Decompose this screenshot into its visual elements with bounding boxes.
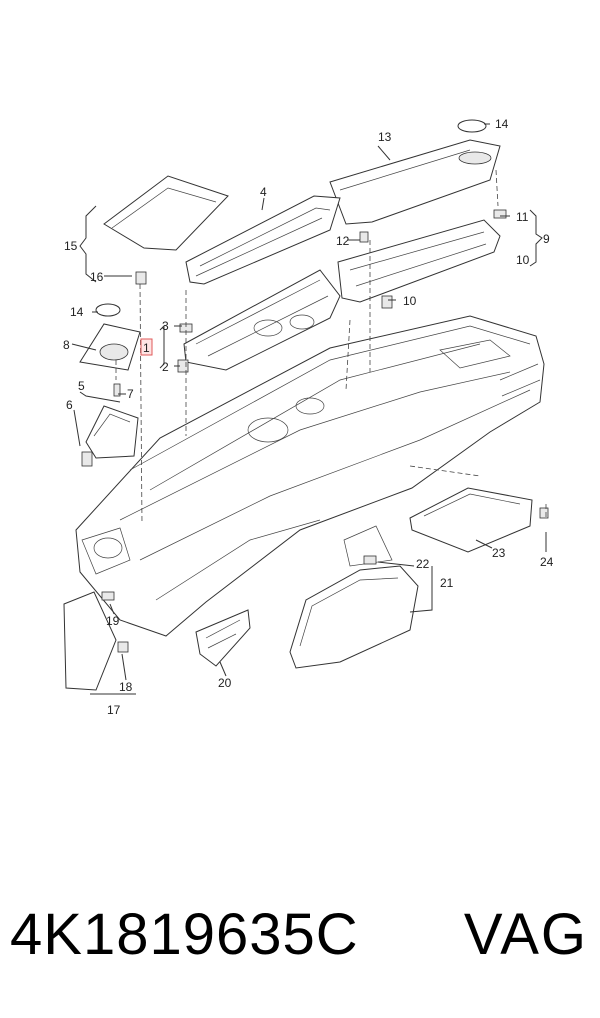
exploded-parts-diagram: 1 2 3 4 5 6 7 8 9 10 10 11 12 13 14 14 1… xyxy=(63,117,554,717)
part-label-15: 15 xyxy=(64,239,78,253)
part-number: 4K1819635C xyxy=(10,902,359,967)
part-label-14-left: 14 xyxy=(70,305,84,319)
right-lower-bracket xyxy=(409,487,549,553)
right-bracket xyxy=(337,209,507,309)
part-label-6: 6 xyxy=(66,398,73,412)
part-label-7: 7 xyxy=(127,387,134,401)
part-label-19: 19 xyxy=(106,614,120,628)
left-cover-panel xyxy=(103,175,229,251)
footer: 4K1819635C VAG xyxy=(0,880,600,990)
part-label-23: 23 xyxy=(492,546,506,560)
part-label-21: 21 xyxy=(440,576,454,590)
part-label-12: 12 xyxy=(336,234,350,248)
highlighted-part-box xyxy=(140,338,153,356)
instrument-cluster xyxy=(289,555,419,669)
brand-name: VAG xyxy=(463,902,588,967)
assembly-lines xyxy=(115,169,547,525)
part-label-1: 1 xyxy=(143,341,150,355)
part-label-14-top: 14 xyxy=(495,117,509,131)
part-label-24: 24 xyxy=(540,555,554,569)
dashboard-carrier xyxy=(75,315,545,637)
part-label-22: 22 xyxy=(416,557,430,571)
part-labels: 1 2 3 4 5 6 7 8 9 10 10 11 12 13 14 14 1… xyxy=(63,117,554,717)
clip-16 xyxy=(135,271,147,285)
part-label-4: 4 xyxy=(260,185,267,199)
leader-lines xyxy=(71,123,547,695)
center-vent xyxy=(195,609,251,667)
upper-cover-panel xyxy=(329,139,501,225)
part-label-17: 17 xyxy=(107,703,121,717)
part-label-10-upper: 10 xyxy=(403,294,417,308)
center-top-panel xyxy=(185,195,341,285)
left-vent-bracket xyxy=(81,383,139,467)
part-label-2: 2 xyxy=(162,360,169,374)
part-label-3: 3 xyxy=(162,319,169,333)
part-label-16: 16 xyxy=(90,270,104,284)
part-label-8: 8 xyxy=(63,338,70,352)
part-label-11: 11 xyxy=(516,210,529,224)
left-speaker-assembly xyxy=(79,303,141,371)
part-label-13: 13 xyxy=(378,130,392,144)
part-label-5: 5 xyxy=(78,379,85,393)
part-label-20: 20 xyxy=(218,676,232,690)
part-label-9: 9 xyxy=(543,232,550,246)
speaker-ring-top xyxy=(457,119,492,165)
part-label-18: 18 xyxy=(119,680,133,694)
part-label-10-lower: 10 xyxy=(516,253,530,267)
left-side-trim xyxy=(63,591,129,691)
